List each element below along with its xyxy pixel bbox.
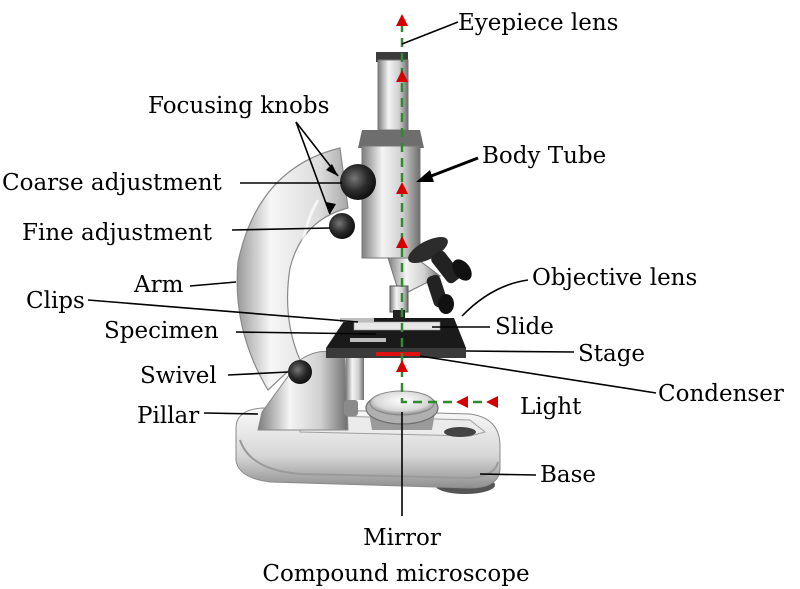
objective-lens-shape bbox=[389, 236, 472, 320]
label-objective-lens: Objective lens bbox=[532, 265, 697, 291]
label-coarse-adjustment: Coarse adjustment bbox=[2, 170, 223, 196]
label-condenser: Condenser bbox=[658, 381, 784, 407]
focusing-knobs-shape bbox=[329, 164, 376, 239]
label-focusing-knobs: Focusing knobs bbox=[148, 93, 329, 119]
body-tube-pointer bbox=[425, 156, 479, 180]
label-stage: Stage bbox=[578, 341, 645, 367]
label-body-tube: Body Tube bbox=[482, 143, 606, 169]
label-base: Base bbox=[540, 462, 596, 488]
leader-lines bbox=[87, 21, 657, 516]
body-tube-shape bbox=[358, 52, 441, 297]
diagram-caption: Compound microscope bbox=[262, 561, 529, 587]
swivel-knob bbox=[288, 360, 312, 384]
label-swivel: Swivel bbox=[140, 363, 217, 389]
leader-arrowheads bbox=[326, 164, 434, 214]
arm-shape bbox=[236, 147, 349, 391]
label-slide: Slide bbox=[495, 314, 554, 340]
light-path bbox=[396, 14, 498, 408]
label-mirror: Mirror bbox=[363, 525, 441, 551]
label-specimen: Specimen bbox=[104, 318, 219, 344]
mirror-shape bbox=[344, 390, 439, 430]
stage-shape bbox=[326, 318, 466, 400]
label-clips: Clips bbox=[26, 288, 85, 314]
label-pillar: Pillar bbox=[137, 403, 199, 429]
label-light: Light bbox=[520, 394, 582, 420]
label-eyepiece-lens: Eyepiece lens bbox=[458, 10, 618, 36]
label-arm: Arm bbox=[133, 272, 184, 298]
label-fine-adjustment: Fine adjustment bbox=[22, 220, 213, 246]
